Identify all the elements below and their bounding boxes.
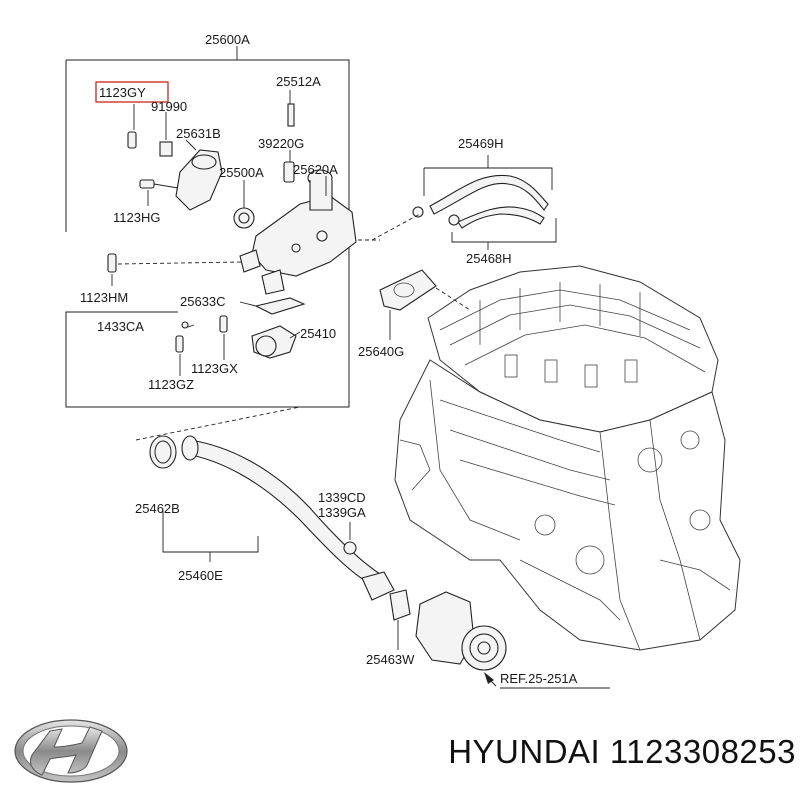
water-pump	[415, 591, 610, 689]
coolant-hoses	[371, 155, 557, 250]
hyundai-logo-icon	[14, 719, 128, 783]
label-25640g: 25640G	[358, 344, 404, 359]
label-25500a: 25500A	[219, 165, 264, 180]
label-1123hm: 1123HM	[80, 290, 128, 305]
label-25600a: 25600A	[205, 32, 250, 47]
label-1123gy: 1123GY	[99, 85, 146, 100]
label-25463w: 25463W	[366, 652, 415, 667]
label-1339ga: 1339GA	[318, 505, 366, 520]
label-25631b: 25631B	[176, 126, 221, 141]
label-1433ca: 1433CA	[97, 319, 144, 334]
part-number: 1123308253	[609, 733, 796, 770]
assembly-box	[65, 46, 350, 408]
leader-lines	[95, 81, 327, 376]
label-25468h: 25468H	[466, 251, 512, 266]
label-25460e: 25460E	[178, 568, 223, 583]
gasket-25640g	[379, 269, 471, 340]
label-91990: 91990	[151, 99, 187, 114]
label-ref-25-251a: REF.25-251A	[500, 671, 578, 686]
label-1123gz: 1123GZ	[148, 377, 194, 392]
label-1123hg: 1123HG	[113, 210, 160, 225]
label-25512a: 25512A	[276, 74, 321, 89]
thermostat-housing-parts	[107, 103, 380, 359]
label-25462b: 25462B	[135, 501, 180, 516]
label-25633c: 25633C	[180, 294, 226, 309]
part-labels: 25600A 1123GY 91990 25512A 25631B 39220G…	[80, 32, 578, 686]
brand-caption: HYUNDAI 1123308253	[356, 733, 796, 771]
engine-block	[394, 265, 741, 651]
label-25620a: 25620A	[293, 162, 338, 177]
label-25469h: 25469H	[458, 136, 504, 151]
label-25410: 25410	[300, 326, 336, 341]
label-39220g: 39220G	[258, 136, 304, 151]
coolant-pipe	[135, 406, 411, 650]
label-1339cd: 1339CD	[318, 490, 366, 505]
highlight-box	[95, 81, 169, 103]
brand-name: HYUNDAI	[448, 733, 601, 770]
label-1123gx: 1123GX	[191, 361, 238, 376]
